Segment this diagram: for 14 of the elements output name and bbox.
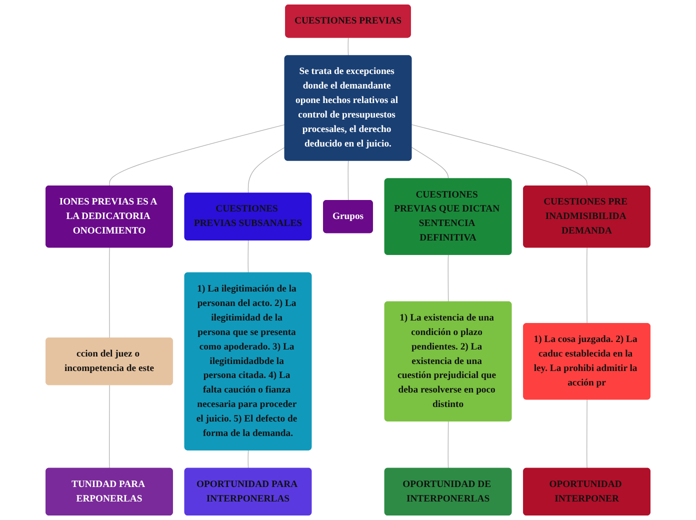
connector <box>109 247 110 338</box>
connector <box>411 146 449 180</box>
connector <box>586 247 588 324</box>
connector <box>411 124 588 186</box>
connector <box>109 384 110 469</box>
connector <box>448 254 449 302</box>
connector <box>248 240 249 274</box>
connector <box>248 146 286 194</box>
connector <box>586 399 588 469</box>
connector <box>348 37 349 56</box>
connector <box>348 160 349 201</box>
connector <box>448 421 449 469</box>
connector <box>248 450 249 469</box>
connector <box>109 124 286 186</box>
